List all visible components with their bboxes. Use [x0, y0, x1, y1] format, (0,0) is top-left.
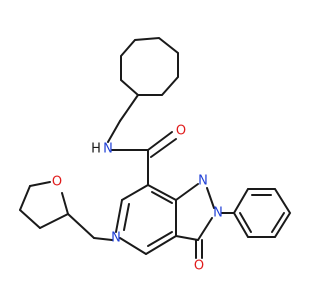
bond-c6-n5-double — [123, 203, 130, 231]
bond-c4-c3a — [145, 235, 177, 255]
pyrazole-n2-label: N — [213, 206, 223, 221]
bond-c7-c6 — [121, 184, 149, 201]
bond-ring-to-ch — [119, 94, 139, 122]
bond-n5-ch2 — [93, 237, 113, 241]
cycloheptyl-ring — [120, 36, 179, 96]
amide-nitrogen-label: N — [103, 142, 113, 157]
bond-c3-c3a — [175, 235, 199, 241]
atom-labels: N H O N N N O O — [52, 124, 223, 274]
pyrazole-n1-label: N — [198, 174, 208, 189]
bond-c4-c3a-double — [147, 231, 173, 247]
bond-n1-n2 — [206, 187, 215, 209]
bond-n5-c4 — [119, 237, 147, 255]
canvas-background — [0, 0, 300, 300]
bond-carbonyl-co-1 — [147, 131, 173, 151]
bond-c7a-n1 — [175, 183, 199, 201]
pyridine-nitrogen-label: N — [111, 231, 121, 246]
bond-n2-c3 — [197, 217, 213, 241]
bond-c7-c7a — [147, 184, 177, 201]
bond-c6-n5 — [115, 199, 123, 233]
bond-ch-to-nh — [107, 120, 121, 143]
molecule-structure: N H O N N N O O — [0, 0, 300, 300]
thf-c4-c3 — [19, 209, 41, 229]
thf-c2-o — [61, 192, 69, 215]
thf-oxygen-label: O — [52, 175, 62, 190]
amide-oxygen-label: O — [176, 124, 186, 139]
amide-hydrogen-label: H — [91, 142, 101, 157]
phenyl-ring — [232, 188, 292, 238]
bond-ch2-thf — [67, 213, 95, 239]
thf-o-c5 — [29, 181, 51, 187]
phenyl-double-3 — [239, 212, 252, 233]
bond-c7-c7a-double — [151, 191, 173, 204]
bonds — [19, 36, 292, 259]
ketone-oxygen-label: O — [194, 259, 204, 274]
thf-c3-c2 — [39, 213, 69, 229]
thf-c5-c4 — [19, 185, 31, 211]
phenyl-double-2 — [271, 212, 285, 233]
bond-carbonyl-co-2 — [150, 138, 177, 158]
